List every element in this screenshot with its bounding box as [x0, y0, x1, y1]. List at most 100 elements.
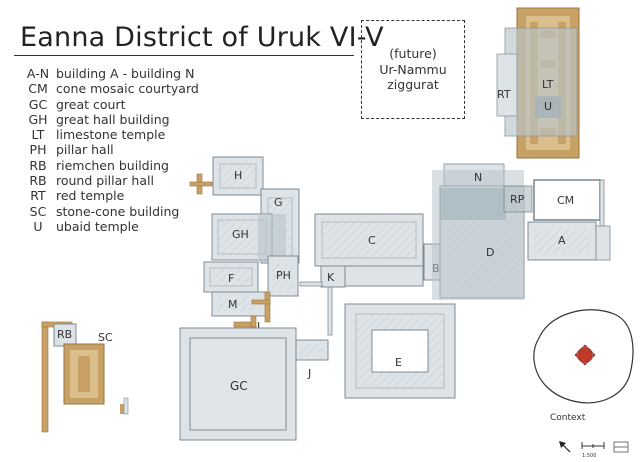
legend-desc: limestone temple — [56, 127, 166, 143]
legend-abbr: A-N — [26, 66, 50, 81]
label-u: U — [544, 100, 552, 113]
building-h: H — [212, 156, 264, 196]
overlap-overlay — [440, 188, 506, 220]
ocher-wall — [41, 321, 49, 433]
legend-desc: building A - building N — [56, 66, 195, 81]
label-rb: RB — [57, 328, 72, 341]
ocher-wall — [251, 299, 271, 305]
great-court: GC — [179, 327, 297, 441]
legend-abbr: RB — [29, 173, 47, 189]
red-temple-annex — [496, 53, 518, 117]
building-c-forecourt — [344, 265, 424, 287]
map-title: Eanna District of Uruk VI-V — [20, 22, 384, 53]
legend-abbr: GC — [28, 96, 48, 112]
legend-item: SC stone-cone building — [20, 204, 199, 219]
scale-bar-icon: 1:500 — [581, 442, 605, 459]
legend-abbr: LT — [31, 127, 45, 143]
legend-abbr: RB — [29, 157, 47, 173]
label-lt: LT — [542, 78, 554, 91]
building-d: N D — [432, 163, 525, 300]
building-f-interior — [209, 267, 253, 287]
passage-wall — [327, 286, 333, 336]
building-a: A — [527, 221, 611, 261]
label-h: H — [234, 169, 242, 182]
context-inset: Context — [533, 309, 634, 423]
building-m-interior — [218, 297, 260, 311]
building-j-interior — [300, 344, 324, 356]
ocher-wall — [264, 291, 271, 323]
building-a-interior — [534, 228, 590, 254]
legend-desc: red temple — [56, 188, 125, 204]
legend: A-N building A - building N CM cone mosaic… — [20, 66, 199, 234]
legend-desc: round pillar hall — [56, 173, 154, 189]
cone-mosaic-courtyard — [533, 179, 601, 221]
legend-abbr: U — [33, 218, 43, 234]
label-gh: GH — [232, 228, 249, 241]
building-gh: GH — [211, 213, 286, 262]
future-line: (future) — [389, 46, 437, 62]
label-rp: RP — [510, 193, 525, 206]
label-e: E — [395, 356, 402, 369]
future-ziggurat-box: (future) Ur-Nammu ziggurat — [361, 20, 465, 119]
legend-desc: great court — [56, 96, 126, 112]
legend-item: RB riemchen building — [20, 158, 199, 173]
label-rt: RT — [497, 88, 511, 101]
legend-desc: great hall building — [56, 111, 170, 127]
label-a: A — [558, 234, 566, 247]
legend-abbr: CM — [28, 81, 48, 97]
label-sc: SC — [98, 331, 113, 344]
legend-abbr: PH — [29, 142, 47, 158]
label-g: G — [274, 196, 283, 209]
temple-complex-ne: RT LT U — [496, 7, 580, 159]
label-c: C — [368, 234, 376, 247]
riemchen-complex: RB SC — [41, 321, 129, 433]
legend-desc: ubaid temple — [56, 218, 139, 234]
label-gc: GC — [230, 379, 248, 393]
ocher-wall — [189, 181, 213, 187]
building-c-interior — [321, 221, 417, 259]
north-arrow-icon — [559, 441, 571, 453]
legend-desc: riemchen building — [56, 157, 169, 173]
building-e-court — [371, 329, 429, 373]
scale-label: 1:500 — [582, 453, 596, 459]
label-ph: PH — [276, 269, 291, 282]
stone-wall — [123, 397, 129, 415]
stone-cone-core — [78, 356, 90, 392]
label-n: N — [474, 171, 482, 184]
building-j: J — [295, 339, 329, 380]
context-ring — [576, 346, 594, 364]
building-e: E — [344, 303, 456, 399]
building-cm: CM RP — [503, 179, 605, 241]
future-line: Ur-Nammu — [379, 61, 447, 77]
building-k: K — [299, 264, 346, 336]
legend-item: GC great court — [20, 97, 199, 112]
legend-abbr: SC — [29, 203, 47, 219]
ocher-wall — [250, 315, 257, 328]
legend-desc: stone-cone building — [56, 203, 180, 219]
legend-desc: cone mosaic courtyard — [56, 81, 199, 97]
building-ph-interior — [272, 262, 294, 290]
legend-item: PH pillar hall — [20, 142, 199, 157]
label-k: K — [327, 271, 335, 284]
label-f: F — [228, 272, 234, 285]
inset-label: Context — [550, 413, 586, 423]
building-a-annex — [595, 225, 611, 261]
ocher-wall-l: L — [233, 291, 271, 333]
building-ph: PH — [267, 255, 299, 297]
label-d: D — [486, 246, 494, 259]
label-cm: CM — [557, 194, 574, 207]
legend-item: LT limestone temple — [20, 127, 199, 142]
passage-wall — [299, 281, 323, 287]
round-pillar-hall — [503, 185, 533, 213]
small-compass-icon — [613, 441, 629, 453]
overlap-overlay — [258, 214, 286, 262]
building-h-interior — [219, 163, 257, 189]
ocher-wall-h — [189, 173, 213, 195]
eanna-marker-icon — [574, 344, 596, 366]
legend-desc: pillar hall — [56, 142, 114, 158]
great-court-inner — [189, 337, 287, 431]
legend-item: RB round pillar hall — [20, 173, 199, 188]
